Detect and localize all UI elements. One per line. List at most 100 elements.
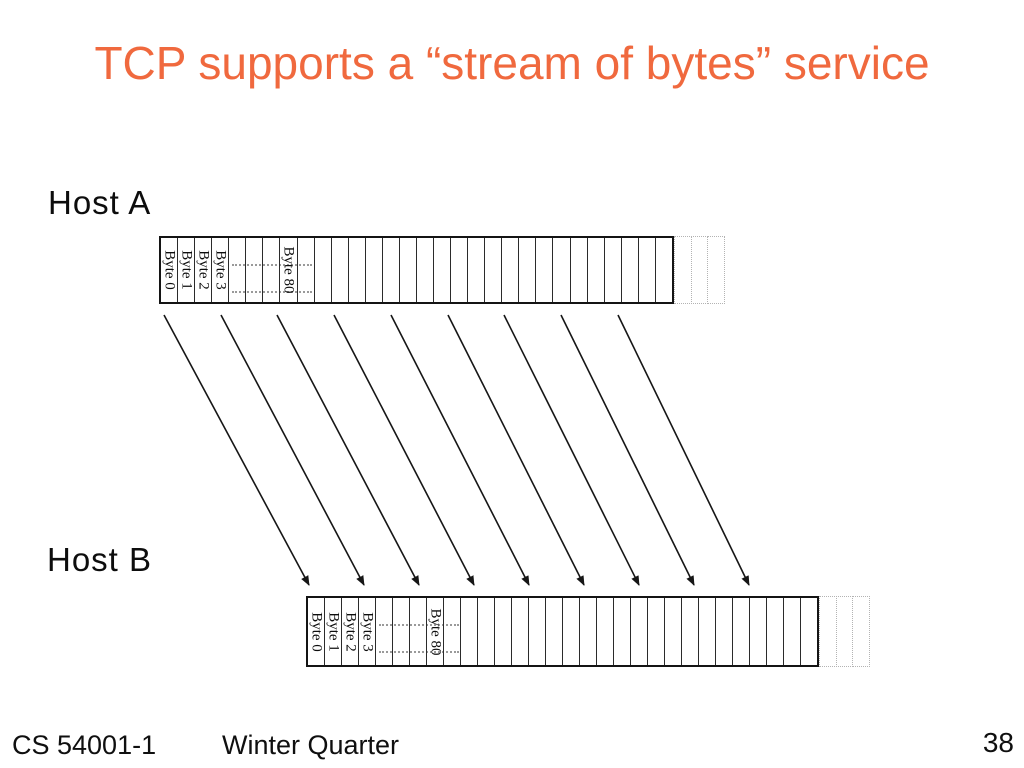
byte-cell — [315, 238, 332, 302]
byte-cell — [478, 598, 495, 665]
ellipsis-dots — [379, 651, 459, 653]
byte-cell — [529, 598, 546, 665]
byte-cell-label: Byte 3 — [212, 250, 229, 290]
byte-cell — [519, 238, 537, 302]
byte-cell: Byte 3 — [359, 598, 376, 665]
byte-cell: Byte 3 — [212, 238, 230, 302]
byte-cell-label: Byte 3 — [359, 611, 376, 652]
host-a-label: Host A — [48, 184, 152, 221]
byte-transfer-arrow — [390, 314, 530, 586]
byte-cell — [502, 238, 520, 302]
byte-cell — [410, 598, 427, 665]
byte-cell: Byte 80 — [280, 238, 298, 302]
byte-cell — [571, 238, 588, 302]
byte-transfer-arrow — [447, 314, 585, 586]
byte-cell — [512, 598, 529, 665]
byte-transfer-arrow — [220, 314, 365, 586]
byte-cell — [376, 598, 393, 665]
byte-transfer-arrow — [333, 314, 475, 586]
footer-page-number: 38 — [982, 727, 1014, 758]
byte-transfer-arrow — [560, 314, 695, 586]
byte-cell — [536, 238, 554, 302]
footer-term: Winter Quarter — [222, 730, 400, 760]
footer-course: CS 54001-1 — [12, 730, 157, 760]
host-a-ghost-cells — [674, 236, 726, 304]
byte-cell: Byte 80 — [427, 598, 444, 665]
byte-cell — [400, 238, 417, 302]
byte-transfer-arrow — [503, 314, 640, 586]
ellipsis-dots — [379, 624, 459, 626]
byte-cell — [784, 598, 801, 665]
byte-cell — [332, 238, 349, 302]
host-b-ghost-cells — [819, 596, 871, 667]
byte-cell-label: Byte 2 — [195, 250, 212, 290]
byte-cell-label: Byte 0 — [308, 611, 325, 652]
byte-cell — [605, 238, 622, 302]
byte-cell — [631, 598, 648, 665]
ghost-byte-cell — [852, 596, 871, 667]
byte-cell — [393, 598, 410, 665]
slide-title: TCP supports a “stream of bytes” service — [0, 32, 1024, 94]
ellipsis-dots — [232, 291, 312, 293]
byte-cell — [716, 598, 733, 665]
byte-cell-label: Byte 80 — [427, 607, 444, 656]
byte-cell — [451, 238, 469, 302]
byte-cell — [246, 238, 264, 302]
byte-transfer-arrow — [276, 314, 420, 586]
ghost-byte-cell — [674, 236, 692, 304]
byte-cell: Byte 2 — [195, 238, 213, 302]
byte-cell — [733, 598, 750, 665]
byte-cell — [767, 598, 784, 665]
byte-cell — [563, 598, 580, 665]
byte-cell-label: Byte 80 — [280, 246, 297, 294]
byte-cell — [682, 598, 699, 665]
byte-cell — [468, 238, 486, 302]
byte-transfer-arrow — [617, 314, 750, 586]
byte-cell-label: Byte 2 — [342, 611, 359, 652]
byte-cell — [801, 598, 817, 665]
byte-cell — [229, 238, 247, 302]
byte-cell — [699, 598, 716, 665]
byte-cell — [434, 238, 452, 302]
byte-cell — [614, 598, 631, 665]
slide-title-text: TCP supports a “stream of bytes” service — [94, 37, 930, 89]
byte-cell: Byte 0 — [308, 598, 325, 665]
byte-cell — [597, 598, 614, 665]
byte-cell — [639, 238, 656, 302]
byte-cell: Byte 1 — [325, 598, 342, 665]
host-b-label: Host B — [47, 541, 153, 578]
ghost-byte-cell — [819, 596, 837, 667]
byte-cell — [656, 238, 672, 302]
byte-cell — [444, 598, 461, 665]
byte-cell — [665, 598, 682, 665]
byte-cell — [553, 238, 571, 302]
byte-cell — [588, 238, 605, 302]
ghost-byte-cell — [707, 236, 726, 304]
byte-cell — [349, 238, 366, 302]
byte-cell — [366, 238, 383, 302]
byte-cell — [298, 238, 315, 302]
byte-cell — [383, 238, 400, 302]
byte-cell — [750, 598, 767, 665]
ellipsis-dots — [232, 264, 312, 266]
ghost-byte-cell — [835, 596, 854, 667]
byte-cell — [648, 598, 665, 665]
byte-cell: Byte 2 — [342, 598, 359, 665]
byte-transfer-arrow — [163, 314, 310, 586]
byte-cell — [461, 598, 478, 665]
byte-cell — [263, 238, 281, 302]
byte-cell — [546, 598, 563, 665]
ghost-byte-cell — [690, 236, 709, 304]
byte-cell — [580, 598, 597, 665]
byte-cell: Byte 1 — [178, 238, 196, 302]
byte-cell — [495, 598, 512, 665]
byte-cell — [485, 238, 503, 302]
byte-cell-label: Byte 1 — [178, 250, 195, 290]
byte-cell — [622, 238, 639, 302]
byte-cell-label: Byte 0 — [161, 250, 178, 290]
byte-cell: Byte 0 — [161, 238, 179, 302]
byte-cell — [417, 238, 434, 302]
